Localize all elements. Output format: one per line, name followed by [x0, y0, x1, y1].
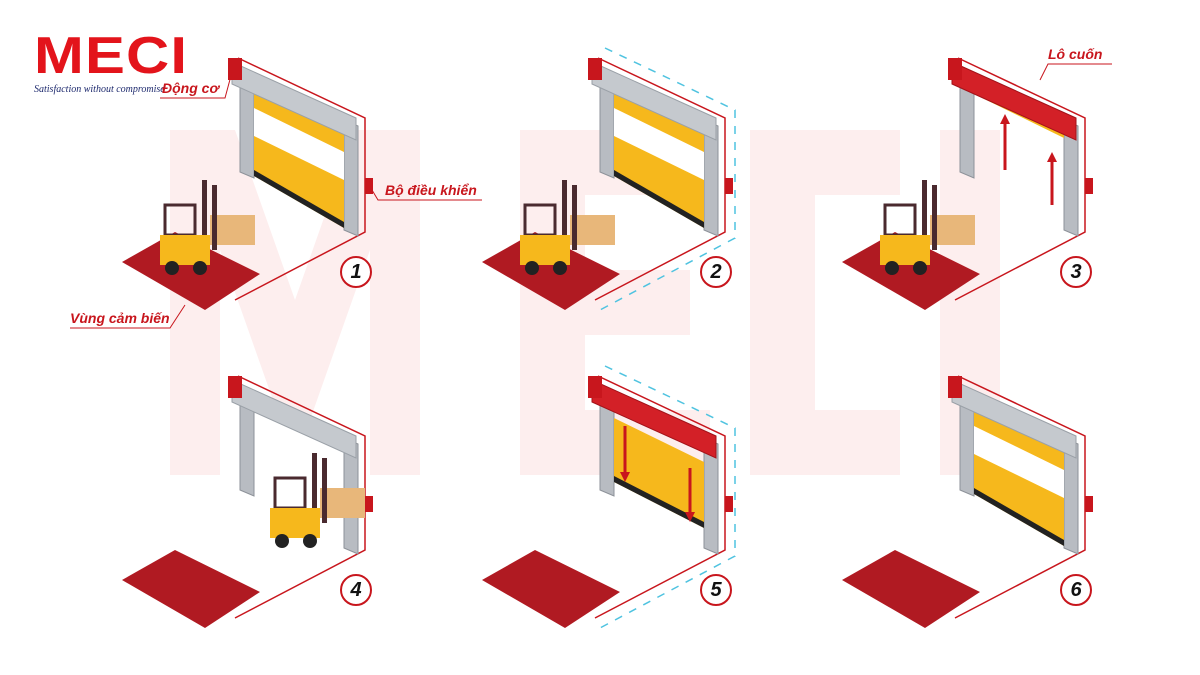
forklift	[270, 453, 365, 548]
logo-brand: MECI	[34, 27, 189, 85]
cargo-boxes	[570, 215, 615, 245]
motor-box	[948, 376, 962, 398]
cargo-boxes	[210, 215, 255, 245]
sensor-pad	[842, 232, 980, 310]
controller-box	[725, 178, 733, 194]
roller-leader-line	[1039, 63, 1112, 81]
motor-box	[228, 58, 242, 80]
step-1	[122, 57, 373, 310]
arrow-up-head	[1047, 152, 1057, 162]
step-2	[482, 47, 736, 311]
door-curtain	[614, 418, 704, 528]
forklift-cage	[163, 203, 197, 237]
cargo-boxes	[930, 215, 975, 245]
controller-box	[365, 178, 373, 194]
forklift-wheel	[275, 534, 289, 548]
step-number-badge: 1	[340, 256, 372, 288]
door-bottom-edge	[254, 170, 344, 228]
forklift-wheel	[525, 261, 539, 275]
door-window	[614, 108, 704, 180]
logo: MECI Satisfaction without compromise	[34, 30, 187, 95]
arrow-down-head	[620, 472, 630, 482]
forklift-body	[520, 235, 570, 265]
sensor-pad	[482, 232, 620, 310]
forklift-mast	[212, 185, 217, 250]
sensor-beam	[599, 365, 736, 629]
step-number-badge: 4	[340, 574, 372, 606]
wiring-line	[234, 57, 366, 301]
sensor-pad	[842, 550, 980, 628]
step-4	[122, 375, 373, 628]
forklift-wheel	[193, 261, 207, 275]
forklift-wheel	[303, 534, 317, 548]
arrow-down-head	[685, 512, 695, 522]
wiring-line	[954, 375, 1086, 619]
forklift-wheel	[885, 261, 899, 275]
door-bottom-edge	[614, 170, 704, 228]
forklift-cage	[273, 476, 307, 510]
controller-box	[365, 496, 373, 512]
wiring-line	[954, 57, 1086, 301]
watermark-letter-c	[750, 130, 900, 475]
arrow-up-head	[1000, 114, 1010, 124]
cargo-boxes	[320, 488, 365, 518]
forklift	[880, 180, 975, 275]
forklift-mast	[202, 180, 207, 250]
label-motor: Động cơ	[162, 80, 219, 96]
door-bottom-edge	[974, 488, 1064, 546]
controller-box	[1085, 178, 1093, 194]
controller-box	[1085, 496, 1093, 512]
step-number-badge: 2	[700, 256, 732, 288]
wiring-line	[594, 57, 726, 301]
motor-box	[588, 376, 602, 398]
sensor-pad	[122, 232, 260, 310]
forklift-mast	[572, 185, 577, 250]
step-3	[842, 57, 1093, 310]
forklift-mast	[562, 180, 567, 250]
controller-box	[725, 496, 733, 512]
forklift-wheel	[913, 261, 927, 275]
sensor-zone-leader-line	[70, 304, 186, 329]
logo-tagline: Satisfaction without compromise	[34, 84, 165, 95]
motor-box	[588, 58, 602, 80]
forklift-mast	[322, 458, 327, 523]
sensor-pad	[482, 550, 620, 628]
step-number-badge: 6	[1060, 574, 1092, 606]
controller-leader-line	[371, 189, 482, 201]
step-6	[842, 375, 1093, 628]
watermark-letter-e	[520, 130, 710, 475]
forklift-mast	[312, 453, 317, 523]
label-controller: Bộ điều khiển	[385, 182, 477, 198]
sensor-pad	[122, 550, 260, 628]
forklift	[520, 180, 615, 275]
door-bottom-edge	[614, 476, 704, 528]
forklift-cage	[883, 203, 917, 237]
forklift	[160, 180, 255, 275]
forklift-cage	[523, 203, 557, 237]
forklift-mast	[922, 180, 927, 250]
forklift-wheel	[553, 261, 567, 275]
wiring-line	[594, 375, 726, 619]
motor-leader-line	[160, 71, 233, 99]
sensor-beam	[599, 47, 736, 311]
forklift-wheel	[165, 261, 179, 275]
motor-box	[948, 58, 962, 80]
forklift-body	[270, 508, 320, 538]
forklift-mast	[932, 185, 937, 250]
step-number-badge: 3	[1060, 256, 1092, 288]
label-roller: Lô cuốn	[1048, 46, 1103, 62]
label-sensor-zone: Vùng cảm biến	[70, 310, 170, 326]
forklift-body	[880, 235, 930, 265]
door-window	[254, 108, 344, 180]
step-5	[482, 365, 736, 629]
motor-box	[228, 376, 242, 398]
forklift-body	[160, 235, 210, 265]
door-window	[974, 426, 1064, 498]
step-number-badge: 5	[700, 574, 732, 606]
